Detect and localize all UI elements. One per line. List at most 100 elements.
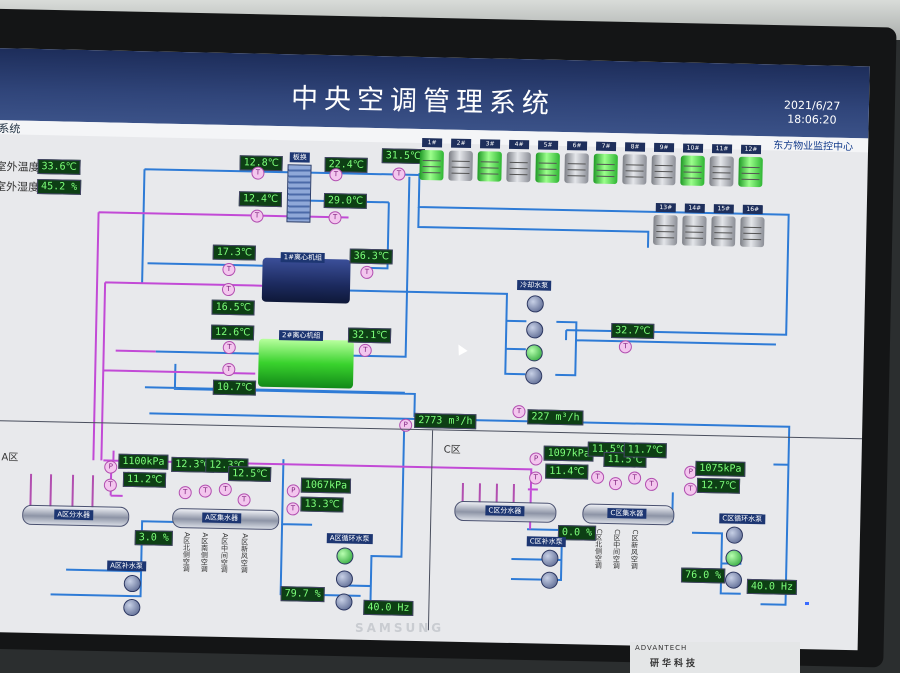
flow-a-value: 2773 m³/h xyxy=(414,413,476,429)
cooling-tower-id: 11# xyxy=(712,144,732,153)
hvac-screen: 中央空调管理系统 2021/6/27 18:06:20 系统 东方物业监控中心 … xyxy=(0,48,870,650)
cooling-tower-id: 3# xyxy=(480,139,500,148)
flow-b-value: 227 m³/h xyxy=(527,409,583,425)
chiller-2-bottom-temp: 10.7℃ xyxy=(213,380,257,396)
plate-heat-exchanger xyxy=(286,164,311,222)
c-separator-label: C区分水器 xyxy=(485,505,524,516)
a-branch-3-temp: 12.5℃ xyxy=(228,466,272,482)
chiller-2-left-temp: 12.6℃ xyxy=(211,325,255,341)
cooling-tower-id: 6# xyxy=(567,141,587,150)
cooling-tower-body xyxy=(682,216,707,246)
c-pressure-value: 1097kPa xyxy=(543,446,593,462)
a-circulation-pump-label: A区循环水泵 xyxy=(327,533,373,544)
cooling-tower-id: 7# xyxy=(596,142,616,151)
cooling-tower-icon[interactable]: 11# xyxy=(709,156,734,186)
cooling-tower-icon[interactable]: 16# xyxy=(740,217,765,247)
cooling-tower-id: 14# xyxy=(685,204,705,213)
cooling-tower-id: 8# xyxy=(625,142,645,151)
a-pressure-value: 1100kPa xyxy=(118,454,168,470)
cooling-tower-body xyxy=(593,154,618,184)
cooling-tower-body xyxy=(506,152,531,182)
cooling-tower-icon[interactable]: 2# xyxy=(448,151,473,181)
a-right-temp-value: 13.3℃ xyxy=(300,497,344,513)
cooling-tower-body xyxy=(564,153,589,183)
cooling-tower-id: 15# xyxy=(714,204,734,213)
a-branch-label: A区南侧空调 xyxy=(199,532,210,572)
a-bottom-percent: 79.7 % xyxy=(280,586,324,602)
cooling-tower-icon[interactable]: 14# xyxy=(682,216,707,246)
cooling-tower-icon[interactable]: 8# xyxy=(622,154,647,184)
c-branch-3-temp: 11.7℃ xyxy=(624,442,668,458)
zone-a-label: A区 xyxy=(1,448,18,463)
c-right-temp-value: 12.7℃ xyxy=(697,478,741,494)
c-circulation-pump-label: C区循环水泵 xyxy=(719,513,765,524)
advantech-device: ADVANTECH 研华科技 xyxy=(630,642,800,673)
a-temp-value: 11.2℃ xyxy=(123,472,167,488)
cooling-tower-icon[interactable]: 10# xyxy=(680,155,705,185)
cooling-tower-id: 13# xyxy=(656,203,676,212)
chiller-1-label: 1#离心机组 xyxy=(281,252,326,263)
cooling-tower-icon[interactable]: 12# xyxy=(738,157,763,187)
c-branch-label: C区新风空调 xyxy=(629,529,640,569)
a-collector-label: A区集水器 xyxy=(202,513,241,524)
chiller-2[interactable] xyxy=(258,339,354,389)
cooling-tower-id: 1# xyxy=(422,138,442,147)
cooling-tower-icon[interactable]: 5# xyxy=(535,152,560,182)
chiller-2-label: 2#离心机组 xyxy=(279,330,324,341)
c-frequency-value: 40.0 Hz xyxy=(747,579,797,595)
cooling-tower-body xyxy=(711,216,736,246)
chiller-1-left-temp: 17.3℃ xyxy=(213,245,257,261)
plate-out-bottom-temp: 29.0℃ xyxy=(324,193,368,209)
a-makeup-pump-label: A区补水泵 xyxy=(107,561,146,572)
cooling-tower-id: 9# xyxy=(654,143,674,152)
c-branch-label: C区北侧空调 xyxy=(593,529,604,569)
zone-c-label: C区 xyxy=(444,441,461,456)
device-brand: ADVANTECH xyxy=(635,644,687,652)
cooling-tower-body xyxy=(448,151,473,181)
cooling-tower-body xyxy=(651,155,676,185)
chiller-1-right-temp: 36.3℃ xyxy=(350,249,394,265)
c-branch-label: C区中间空调 xyxy=(611,529,622,569)
plate-label: 板换 xyxy=(290,152,310,162)
a-separator-label: A区分水器 xyxy=(54,509,93,520)
cooling-tower-id: 5# xyxy=(538,140,558,149)
device-name: 研华科技 xyxy=(650,656,698,669)
cooling-tower-body xyxy=(419,150,444,180)
cooling-tower-id: 10# xyxy=(683,143,703,152)
cooling-tower-id: 2# xyxy=(451,139,471,148)
cooling-tower-icon[interactable]: 3# xyxy=(477,151,502,181)
cooling-tower-body xyxy=(740,217,765,247)
cooling-tower-body xyxy=(653,215,678,245)
chiller-1[interactable] xyxy=(262,258,351,304)
cooling-tower-icon[interactable]: 4# xyxy=(506,152,531,182)
a-valve-percent: 3.0 % xyxy=(135,530,173,546)
a-branch-label: A区北侧空调 xyxy=(181,532,192,572)
cooling-tower-icon[interactable]: 6# xyxy=(564,153,589,183)
pump-group-label: 冷却水泵 xyxy=(517,280,551,291)
c-temp-value: 11.4℃ xyxy=(545,464,589,480)
chiller-1-bottom-temp: 16.5℃ xyxy=(211,300,255,316)
cooling-tower-body xyxy=(477,151,502,181)
cooling-tower-icon[interactable]: 1# xyxy=(419,150,444,180)
c-collector-label: C区集水器 xyxy=(607,508,646,519)
cooling-tower-id: 12# xyxy=(741,145,761,154)
cooling-tower-body xyxy=(680,155,705,185)
cooling-tower-icon[interactable]: 9# xyxy=(651,155,676,185)
plate-in-bottom-temp: 12.4℃ xyxy=(239,191,283,207)
monitor-brand-logo: SAMSUNG xyxy=(355,621,444,635)
cooling-tower-body xyxy=(622,154,647,184)
cooling-tower-id: 4# xyxy=(509,140,529,149)
pump-group-out-temp: 32.7℃ xyxy=(611,323,655,339)
c-bottom-percent: 76.0 % xyxy=(681,568,725,584)
cooling-tower-body xyxy=(535,152,560,182)
a-right-pressure-value: 1067kPa xyxy=(301,478,351,494)
blue-pipe xyxy=(418,207,649,248)
cooling-tower-icon[interactable]: 7# xyxy=(593,154,618,184)
cooling-tower-id: 16# xyxy=(743,205,763,214)
cooling-tower-icon[interactable]: 13# xyxy=(653,215,678,245)
a-branch-label: A区中间空调 xyxy=(219,533,230,573)
a-frequency-value: 40.0 Hz xyxy=(363,600,413,616)
power-led xyxy=(805,602,809,605)
chiller-2-right-temp: 32.1℃ xyxy=(348,328,392,344)
cooling-tower-icon[interactable]: 15# xyxy=(711,216,736,246)
